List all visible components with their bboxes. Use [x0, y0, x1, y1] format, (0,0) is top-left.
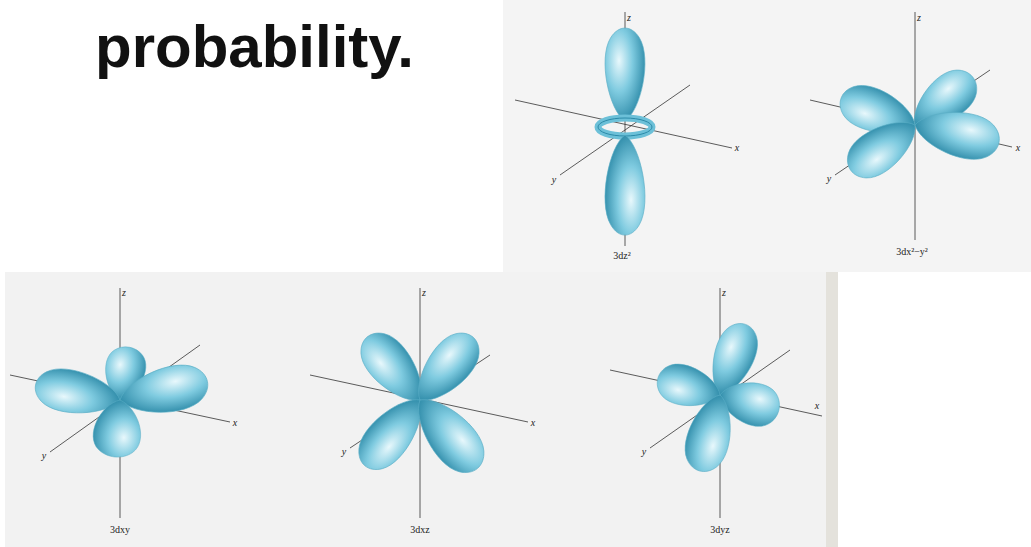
axis-label: x	[735, 143, 739, 153]
orbital-dz2	[598, 28, 652, 235]
axis-label: y	[342, 447, 346, 457]
axis-label: y	[642, 447, 646, 457]
axis-label: y	[827, 174, 831, 184]
orbital-label: 3dx²−y²	[896, 247, 928, 257]
orbital-label: 3dxz	[410, 525, 429, 535]
axis-label: z	[722, 288, 726, 298]
axis-label: y	[552, 175, 556, 185]
orbital-dyz	[653, 318, 785, 477]
axis-label: x	[531, 418, 535, 428]
orbital-label: 3dyz	[710, 525, 729, 535]
panel-ground	[5, 272, 838, 547]
panel-ground	[503, 0, 1031, 272]
axis-label: x	[815, 401, 819, 411]
orbital-label: 3dz²	[613, 251, 630, 261]
orbital-dxz	[349, 323, 495, 483]
axis-label: z	[627, 13, 631, 23]
orbital-dx2y2	[834, 60, 1004, 187]
axis-label: z	[422, 288, 426, 298]
page-edge	[826, 272, 838, 547]
axis-label: z	[917, 13, 921, 23]
axes	[10, 12, 1012, 518]
axis-label: z	[122, 288, 126, 298]
axis-label: x	[1016, 143, 1020, 153]
slide-title: probability.	[95, 14, 414, 80]
orbital-dxy	[32, 344, 212, 459]
axis-label: y	[42, 451, 46, 461]
orbital-label: 3dxy	[110, 525, 130, 535]
axis-label: x	[233, 418, 237, 428]
